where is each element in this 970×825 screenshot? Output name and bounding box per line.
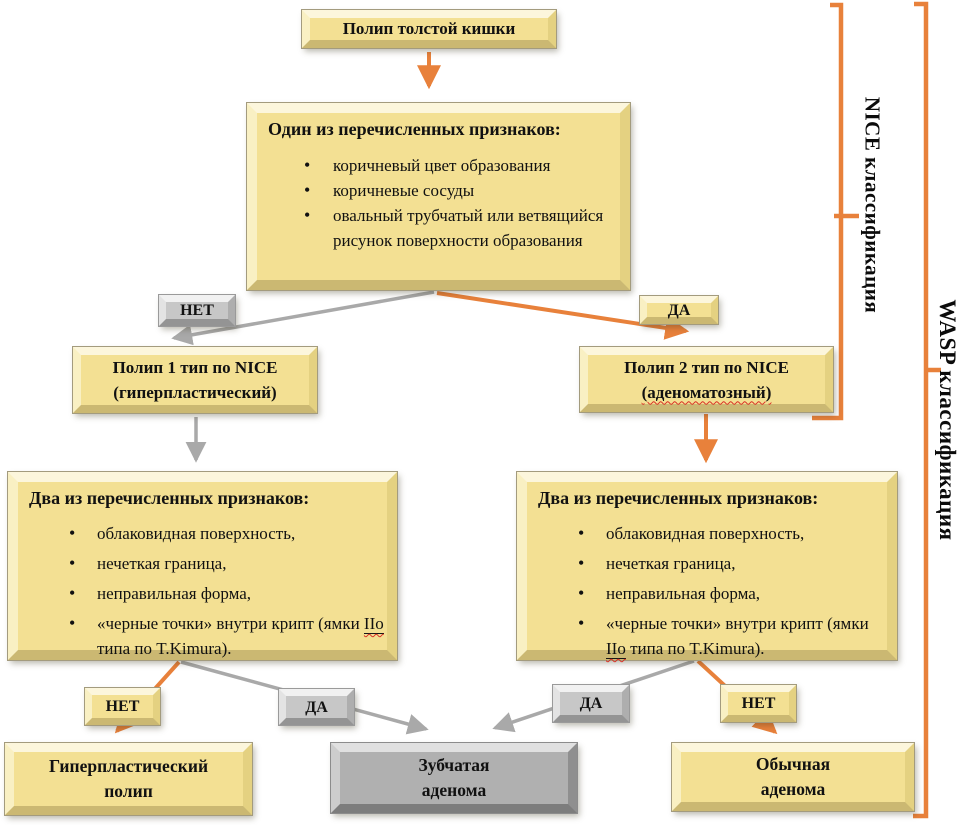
result-hyperplastic-line2: полип	[104, 781, 153, 801]
criteria-two-right-list: облаковидная поверхность, нечеткая грани…	[527, 521, 887, 661]
branch-no-top: НЕТ	[158, 294, 236, 327]
result-conventional-line1: Обычная	[755, 754, 831, 774]
result-conventional-node: Обычная аденома	[671, 742, 915, 812]
branch-yes-bottom-right: ДА	[552, 684, 630, 723]
criteria-right-item: облаковидная поверхность,	[527, 521, 887, 546]
branch-no-bottom-right-label: НЕТ	[741, 695, 776, 712]
pit-type-marked-text: IIо	[606, 639, 626, 659]
branch-yes-bottom-right-label: ДА	[579, 695, 603, 712]
nice-type2-line2: (аденоматозный)	[641, 382, 772, 402]
bullet-text-pre: «черные точки» внутри крипт (ямки	[97, 614, 364, 633]
branch-yes-top: ДА	[639, 295, 719, 325]
nice-type2-node: Полип 2 тип по NICE (аденоматозный)	[579, 346, 834, 413]
criteria-one-list: коричневый цвет образования коричневые с…	[257, 153, 620, 253]
wasp-classification-label: WASP классификация	[935, 299, 960, 541]
result-serrated-line2: аденома	[421, 780, 487, 800]
criteria-one-box: Один из перечисленных признаков: коричне…	[246, 102, 631, 291]
result-hyperplastic-line1: Гиперпластический	[48, 756, 209, 776]
branch-no-bottom-left: НЕТ	[84, 687, 161, 726]
branch-yes-bottom-left: ДА	[278, 688, 355, 726]
criteria-one-item: овальный трубчатый или ветвящийся рисуно…	[257, 203, 620, 253]
criteria-left-item: неправильная форма,	[18, 581, 387, 606]
criteria-two-left-list: облаковидная поверхность, нечеткая грани…	[18, 521, 387, 661]
criteria-right-item: неправильная форма,	[527, 581, 887, 606]
criteria-one-item: коричневые сосуды	[257, 178, 620, 203]
start-node-label: Полип толстой кишки	[342, 19, 516, 38]
branch-no-bottom-left-label: НЕТ	[105, 698, 140, 715]
nice-type1-node: Полип 1 тип по NICE (гиперпластический)	[72, 346, 318, 414]
criteria-right-item: нечеткая граница,	[527, 551, 887, 576]
criteria-two-right-box: Два из перечисленных признаков: облакови…	[516, 471, 898, 661]
criteria-right-item: «черные точки» внутри крипт (ямки IIо ти…	[527, 611, 887, 661]
criteria-one-item: коричневый цвет образования	[257, 153, 620, 178]
criteria-left-item: нечеткая граница,	[18, 551, 387, 576]
nice-classification-label: NICE классификация	[860, 96, 885, 314]
criteria-left-item: облаковидная поверхность,	[18, 521, 387, 546]
nice-type1-line1: Полип 1 тип по NICE	[112, 358, 278, 377]
bullet-text-post: типа по T.Kimura).	[625, 639, 765, 658]
criteria-left-item: «черные точки» внутри крипт (ямки IIо ти…	[18, 611, 387, 661]
bullet-text-pre: «черные точки» внутри крипт (ямки	[606, 614, 869, 633]
branch-no-top-label: НЕТ	[180, 302, 214, 319]
criteria-one-title: Один из перечисленных признаков:	[268, 119, 561, 139]
pit-type-marked-text: IIо	[363, 614, 384, 634]
criteria-two-right-title: Два из перечисленных признаков:	[538, 488, 819, 508]
wasp-bracket	[913, 1, 929, 819]
branch-no-bottom-right: НЕТ	[720, 684, 797, 723]
branch-yes-top-label: ДА	[667, 301, 691, 319]
criteria-two-left-box: Два из перечисленных признаков: облакови…	[7, 471, 398, 661]
result-hyperplastic-node: Гиперпластический полип	[4, 742, 253, 816]
nice-type2-line1: Полип 2 тип по NICE	[624, 357, 789, 377]
criteria-two-left-title: Два из перечисленных признаков:	[29, 488, 310, 508]
bullet-text-post: типа по T.Kimura).	[97, 639, 232, 658]
result-conventional-line2: аденома	[760, 779, 826, 799]
nice-type1-line2: (гиперпластический)	[113, 383, 277, 402]
start-node: Полип толстой кишки	[301, 9, 557, 49]
branch-yes-bottom-left-label: ДА	[305, 698, 328, 716]
result-serrated-node: Зубчатая аденома	[330, 742, 578, 814]
result-serrated-line1: Зубчатая	[418, 755, 490, 775]
